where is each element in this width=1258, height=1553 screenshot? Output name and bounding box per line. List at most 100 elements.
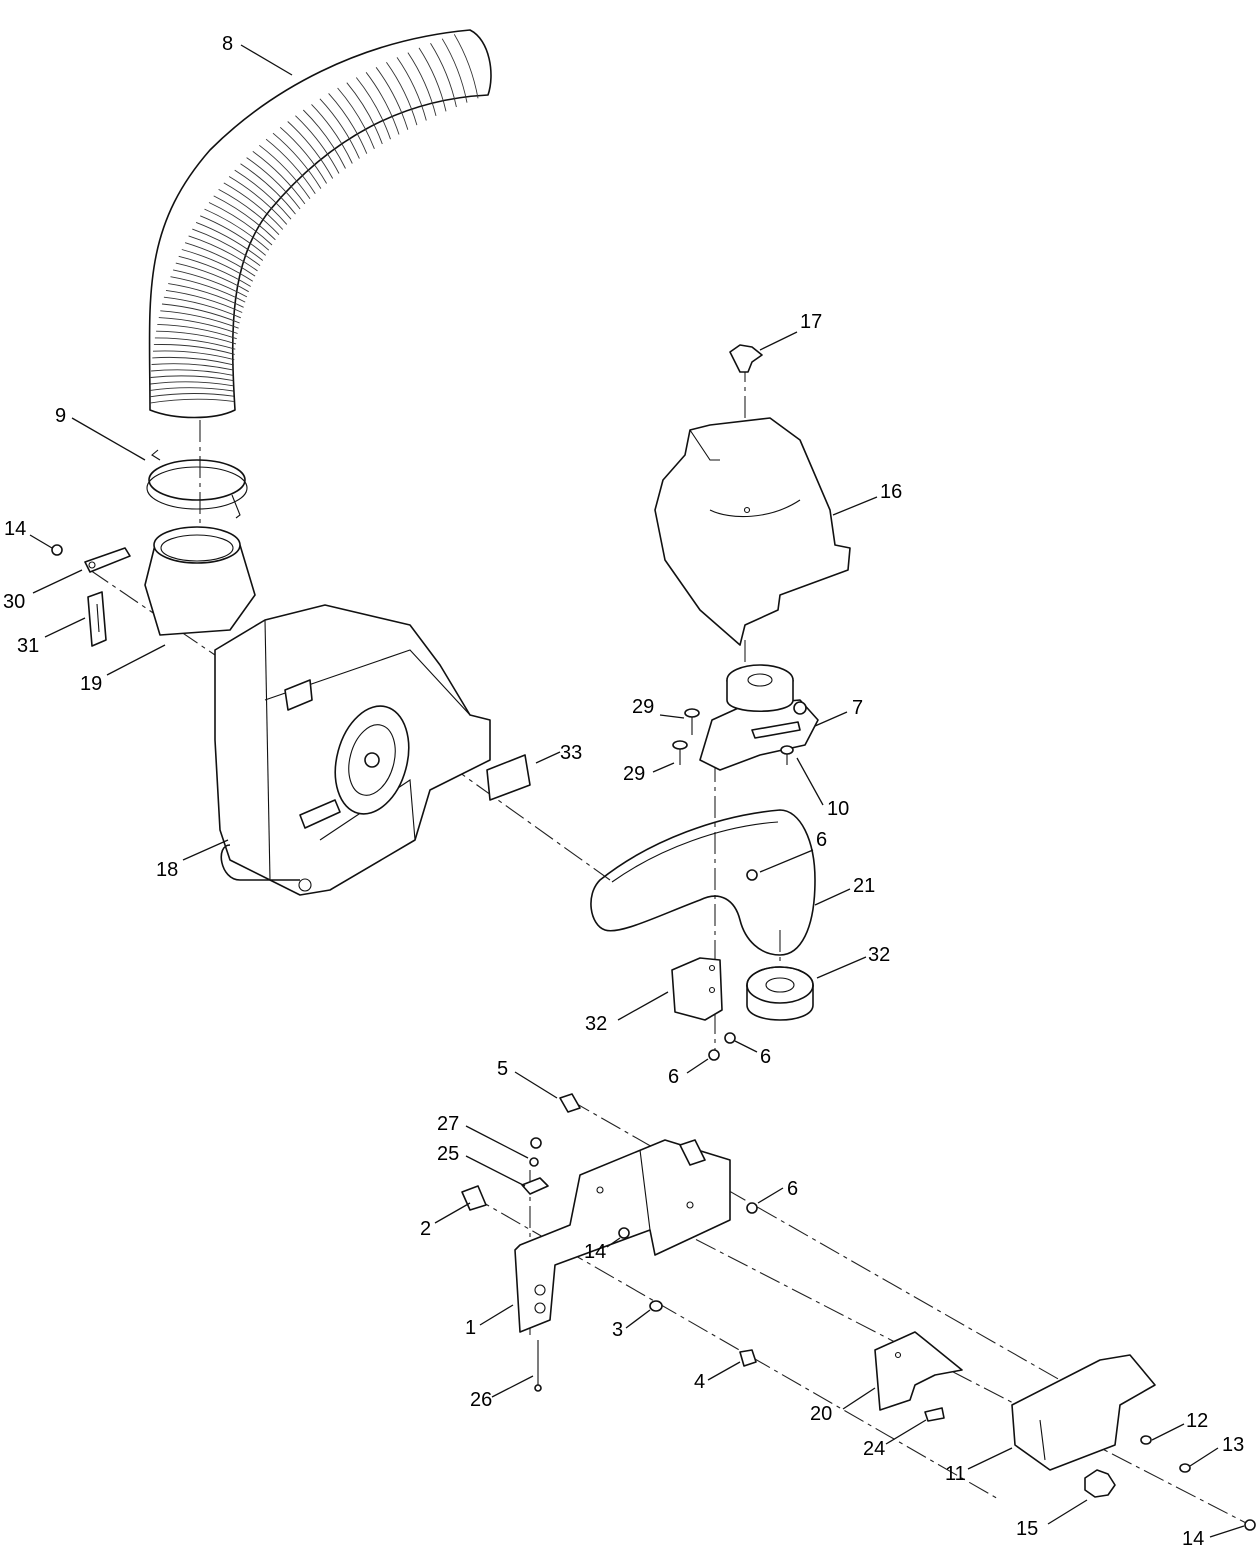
guard-bracket-part-20 [874,1331,963,1411]
drive-pulley-part-31 [746,966,814,1021]
hose-rib [228,176,288,225]
drive-belt-part-21 [590,809,816,956]
hose-rib [178,255,251,287]
callout-16: 16 [880,481,902,503]
hose-rib [287,121,334,179]
callout-13: 13 [1222,1434,1244,1456]
callout-30: 31 [17,635,39,657]
washer-part-12 [1140,1435,1152,1445]
hose-rib [204,208,270,251]
hose-rib [337,87,375,149]
discharge-adapter-part-19 [144,526,256,636]
hose-rib [150,387,234,392]
callout-9: 9 [55,405,66,427]
nut-part-14-top [51,544,63,556]
hose-rib [152,350,235,361]
leader-lines [29,44,1245,1538]
belt-cover-part-16 [654,417,851,646]
callout-26: 26 [470,1389,492,1411]
hose-rib [213,195,276,241]
hose-rib [161,303,240,324]
nut-part-6-a [746,869,758,881]
callout-17: 17 [800,311,822,333]
callout-7: 7 [852,697,863,719]
belt-guide-part-32 [671,957,723,1021]
decal-part-33 [486,754,531,801]
hose-rib [154,337,236,350]
hose-rib [158,317,238,334]
hose-rib [319,98,360,159]
callout-28-lower: 29 [623,763,645,785]
idler-pulley-assembly-part-7 [699,664,819,771]
callout-2: 2 [420,1218,431,1240]
bracket-part-25 [521,1177,549,1195]
callout-14-middle: 14 [584,1241,606,1263]
hose-rib [175,262,249,293]
hose-rib [418,47,447,112]
bolt-part-24 [924,1407,945,1422]
hose-rib [365,72,400,135]
hose-rib [173,269,248,298]
hose-rib [149,398,234,404]
hose-rib [252,151,306,205]
callout-25: 25 [437,1143,459,1165]
nut-part-6-d [746,1202,758,1214]
hose-rib [386,62,418,126]
hose-rib [441,38,468,103]
hose-rib [149,393,234,398]
hose-rib [430,43,457,108]
hose-rib [192,228,261,267]
hose-rib [272,132,322,189]
hose-rib [150,381,234,387]
nut-part-6-b [724,1032,736,1044]
callout-10: 10 [827,798,849,820]
knob-part-17 [729,344,763,373]
hose-rib [188,235,258,272]
hose-rib [234,169,292,220]
bolt-part-2 [461,1185,487,1211]
hose-rib [407,52,437,117]
callout-14-bottom: 14 [1182,1528,1204,1550]
hose-rib [150,375,234,382]
hose-rib [265,138,316,194]
hose-rib [328,93,368,154]
callout-28-upper: 29 [632,696,654,718]
hose-rib [151,369,234,376]
nut-part-4 [739,1349,757,1367]
callout-4: 4 [694,1371,705,1393]
latch-part-30 [87,591,107,647]
latch-plate-part-29 [84,547,131,573]
hose-rib [170,276,246,303]
callout-6-d: 6 [787,1178,798,1200]
bolt-part-10 [780,745,794,765]
callout-12: 12 [1186,1410,1208,1432]
callout-24: 24 [863,1438,885,1460]
washer-part-13 [1179,1463,1191,1473]
hose-rib [208,202,273,246]
callout-6-a: 6 [816,829,827,851]
nut-part-6-c [708,1049,720,1061]
hose-rib [181,249,254,282]
hose-rib [184,242,256,277]
hose-rib [295,115,340,174]
callout-labels: 8 9 14 30 31 19 18 33 17 16 29 7 29 10 6… [3,33,1244,1550]
callout-19: 19 [80,673,102,695]
hose-rib [246,157,301,210]
shield-part-11 [1011,1354,1156,1471]
callout-14-top: 14 [4,518,26,540]
hose-rib [223,182,284,230]
hose-rib [153,344,235,355]
callout-20: 20 [810,1403,832,1425]
hose-clamp-part-9 [146,449,248,519]
hose-rib [218,189,280,236]
callout-29: 30 [3,591,25,613]
bolt-part-28-lower [672,740,688,765]
callout-6-c: 6 [668,1066,679,1088]
hose-rib [152,356,235,366]
callout-33: 33 [560,742,582,764]
nut-part-14-bottom [1244,1519,1256,1531]
screw-part-26 [534,1340,542,1392]
hose-rib [355,77,391,140]
callout-15: 15 [1016,1518,1038,1540]
callout-27: 27 [437,1113,459,1135]
